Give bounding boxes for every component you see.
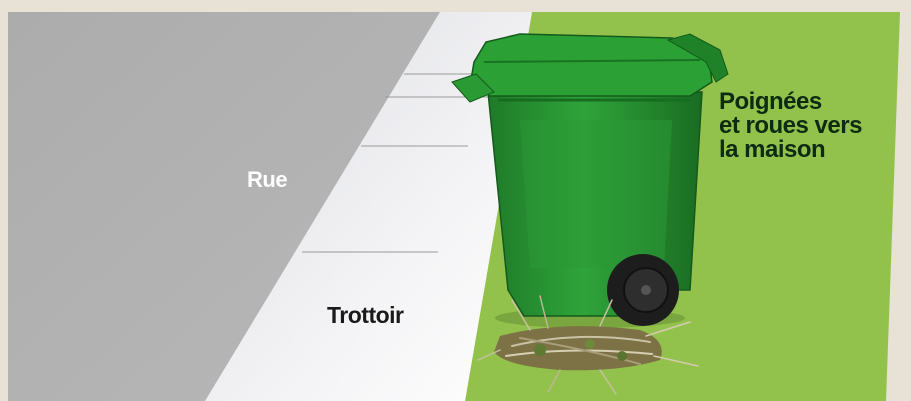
instruction-line: et roues vers <box>719 114 909 138</box>
wheel-icon <box>607 254 679 326</box>
placement-instruction: Poignées et roues vers la maison <box>719 90 909 162</box>
sidewalk-label: Trottoir <box>327 302 404 329</box>
wheel-axle <box>641 285 651 295</box>
street-label: Rue <box>247 167 287 193</box>
instruction-line: la maison <box>719 138 909 162</box>
instruction-line: Poignées <box>719 90 909 114</box>
cart-body-panel <box>520 120 672 268</box>
